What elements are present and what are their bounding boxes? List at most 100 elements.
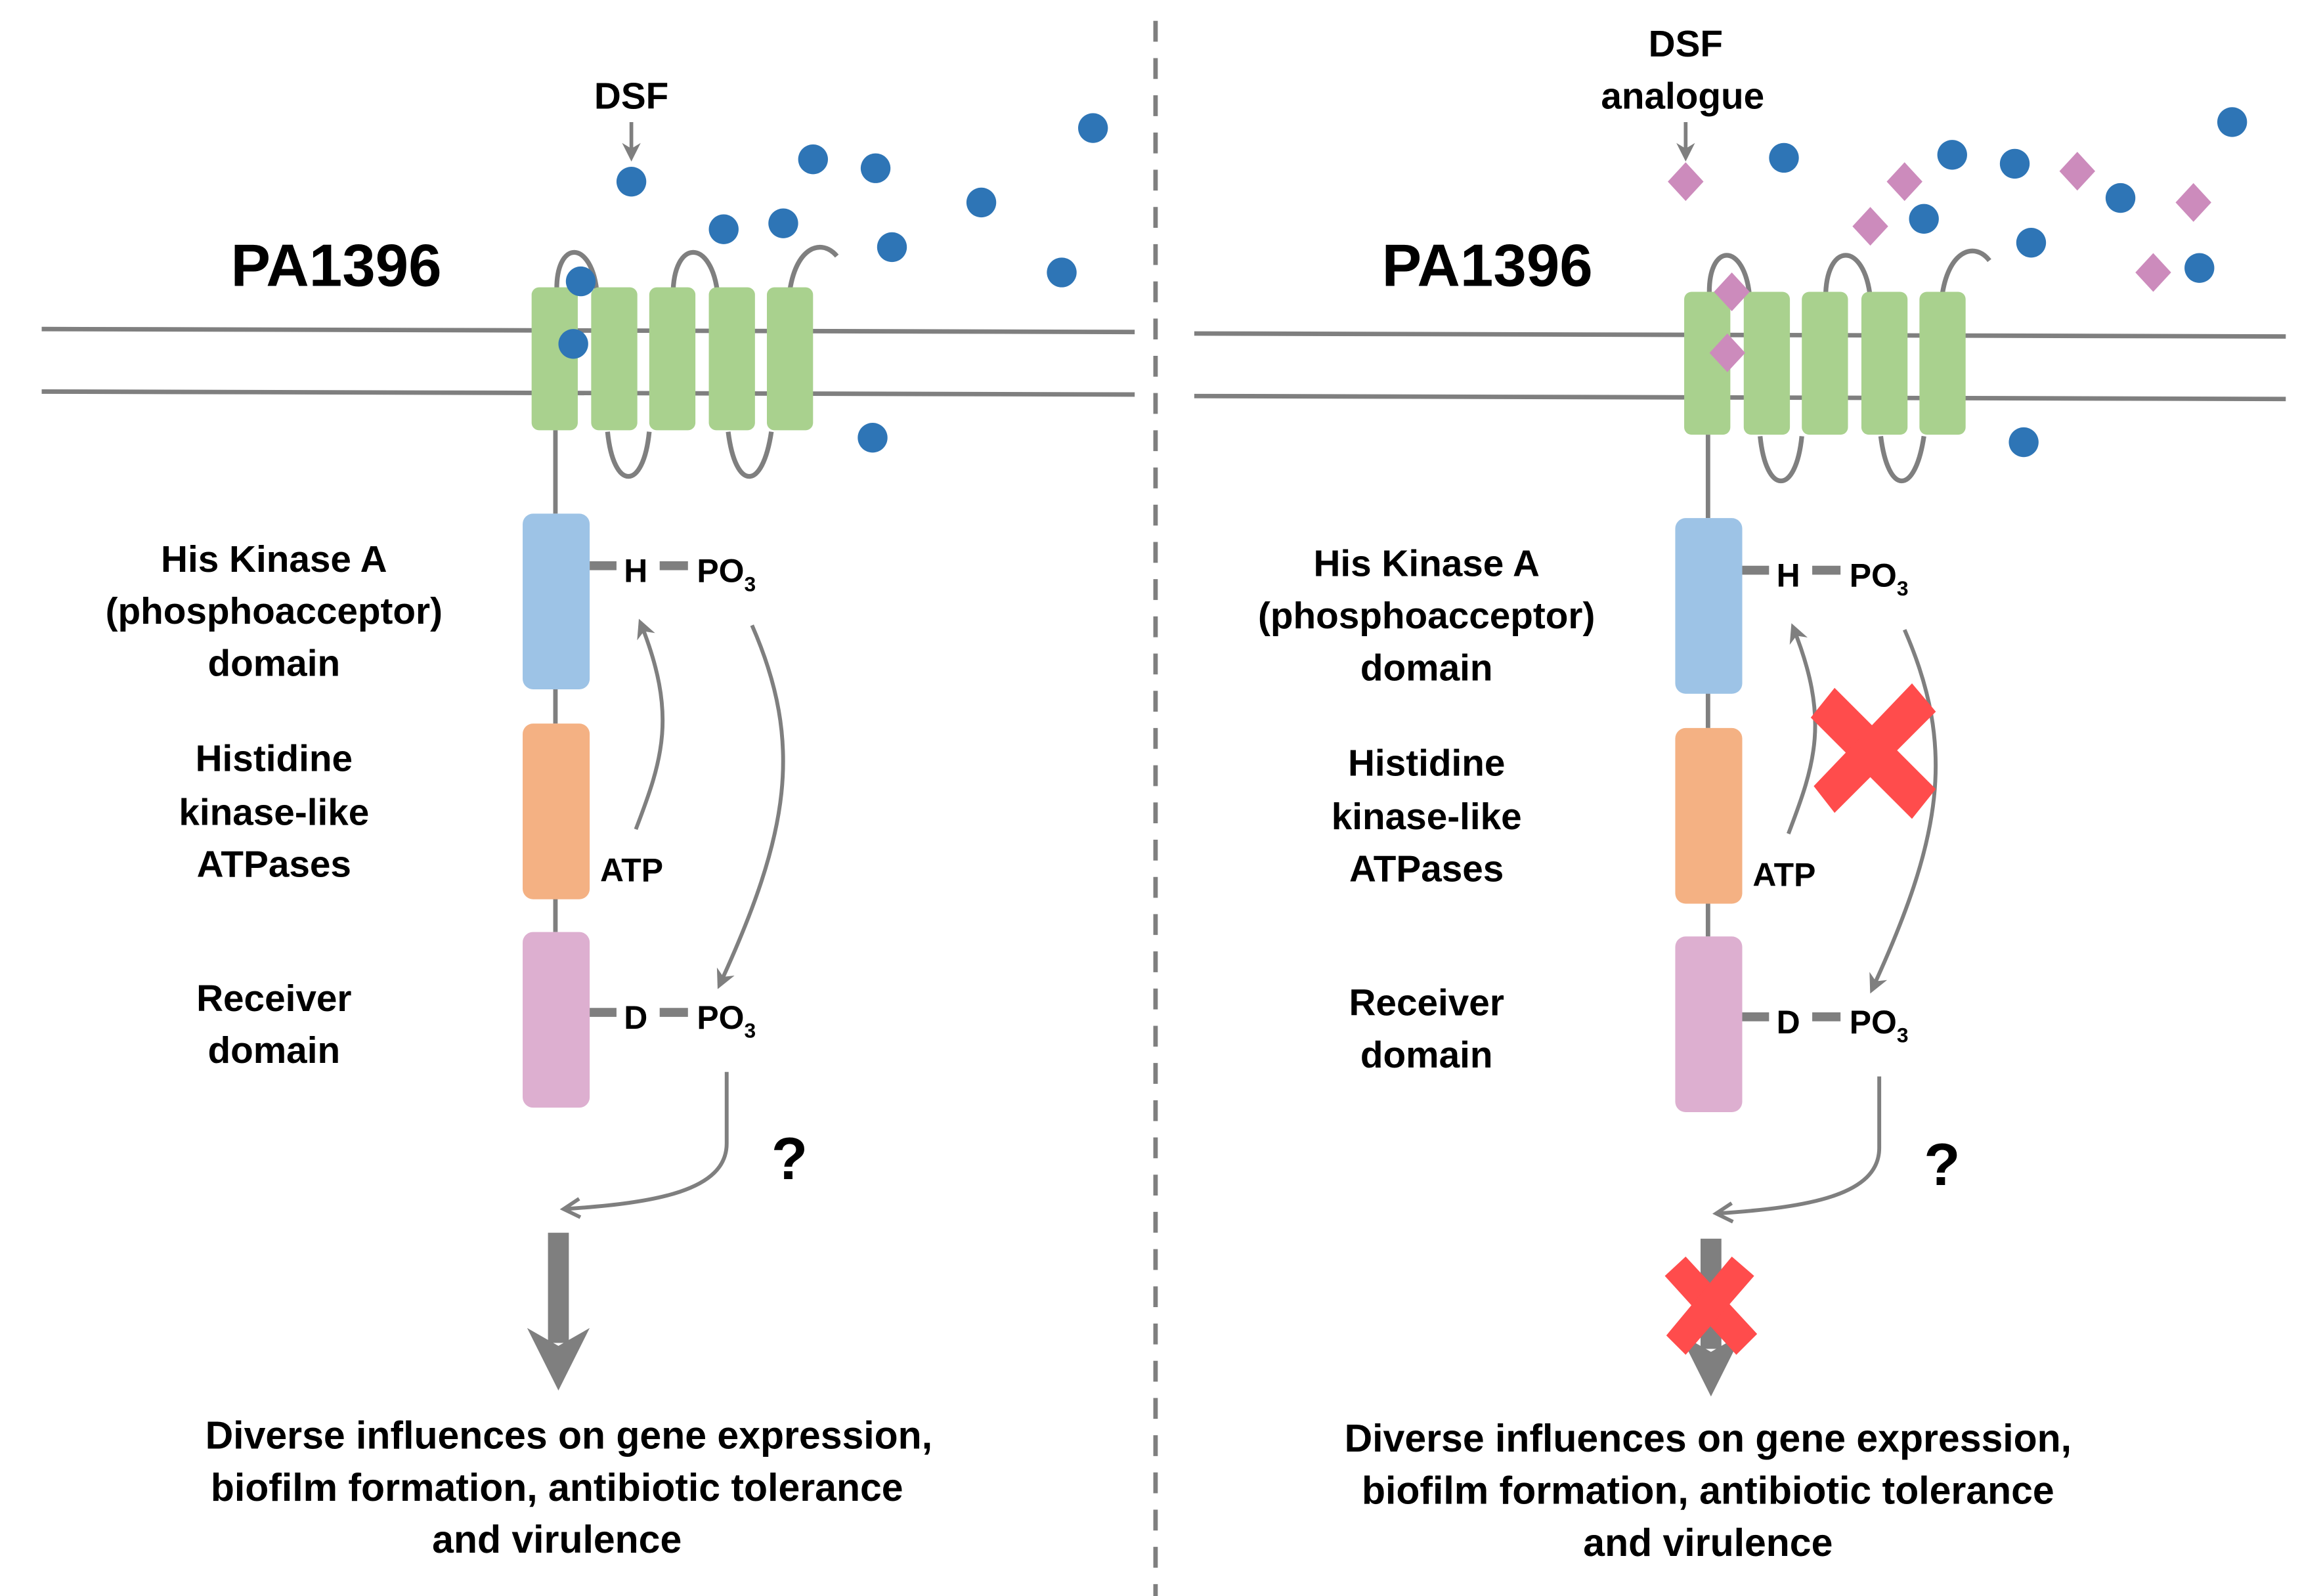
output-blocked-cross-icon bbox=[1664, 1256, 1758, 1355]
his-kinase-domain bbox=[1675, 518, 1743, 694]
dsf-analogue-molecule bbox=[1886, 162, 1922, 202]
ligand-label: DSF bbox=[1649, 24, 1723, 65]
dsf-analogue-molecule bbox=[2059, 152, 2096, 191]
dsf-molecule bbox=[2217, 107, 2247, 137]
aspartate-residue: D bbox=[1777, 1004, 1800, 1041]
tm-helix bbox=[1802, 291, 1848, 435]
phosphate-group: PO3 bbox=[1850, 557, 1909, 600]
outcome-text-line: biofilm formation, antibiotic tolerance bbox=[1362, 1469, 2054, 1512]
tm-helix bbox=[649, 287, 696, 431]
transmembrane-domain bbox=[531, 287, 814, 431]
dsf-molecule bbox=[966, 187, 997, 218]
dsf-molecule bbox=[2184, 253, 2215, 283]
dsf-molecule bbox=[858, 423, 888, 453]
dsf-molecule bbox=[2016, 227, 2047, 258]
atpase-domain bbox=[523, 723, 590, 899]
tm-helix bbox=[766, 287, 814, 431]
domain-label-line: ATPases bbox=[1349, 848, 1504, 890]
domain-label-line: kinase-like bbox=[1332, 796, 1522, 838]
dsf-analogue-molecule bbox=[1714, 272, 1750, 311]
extracellular-loop bbox=[670, 249, 720, 295]
inner-membrane-line bbox=[1194, 393, 2286, 402]
tm-helix bbox=[531, 287, 578, 431]
atp-to-his-arrow bbox=[1787, 623, 1817, 834]
domain-label-line: His Kinase A bbox=[161, 539, 387, 580]
tm-helix bbox=[1743, 291, 1791, 435]
dsf-molecule bbox=[1769, 142, 1799, 173]
tm-helix bbox=[708, 287, 755, 431]
extracellular-loop bbox=[1823, 253, 1873, 298]
dsf-molecule bbox=[1937, 140, 1967, 170]
domain-label-line: domain bbox=[208, 643, 341, 685]
domain-label-line: domain bbox=[1360, 647, 1493, 689]
atp-label: ATP bbox=[600, 852, 663, 888]
right-panel: PA1396 DSF analogue bbox=[1194, 24, 2286, 1564]
domain-label-line: Histidine bbox=[196, 739, 353, 780]
output-arrow bbox=[527, 1232, 590, 1391]
atp-to-his-arrow bbox=[634, 618, 665, 830]
dsf-analogue-molecule bbox=[2135, 253, 2171, 292]
outcome-text-line: and virulence bbox=[1583, 1522, 1833, 1564]
protein-label: PA1396 bbox=[231, 232, 442, 299]
dsf-molecule bbox=[708, 214, 739, 244]
outcome-text-line: Diverse influences on gene expression, bbox=[206, 1414, 932, 1457]
outer-membrane-line bbox=[41, 326, 1135, 335]
extracellular-loop bbox=[1706, 253, 1752, 298]
tm-helix bbox=[1684, 291, 1731, 435]
dsf-molecule bbox=[1077, 113, 1108, 143]
unknown-mechanism-mark: ? bbox=[1924, 1132, 1960, 1198]
intracellular-loop bbox=[1758, 436, 1804, 484]
dsf-molecule bbox=[558, 329, 588, 359]
his-kinase-domain bbox=[523, 513, 590, 689]
phosphotransfer-blocked-cross-icon bbox=[1810, 683, 1936, 819]
extracellular-loop-end bbox=[1939, 248, 1991, 298]
dsf-molecule bbox=[860, 153, 891, 183]
dsf-molecule bbox=[798, 144, 828, 175]
phosphate-group: PO3 bbox=[1850, 1004, 1909, 1047]
dsf-analogue-molecule bbox=[1852, 207, 1888, 246]
intracellular-loop bbox=[726, 431, 774, 479]
ligand-label: DSF bbox=[594, 76, 668, 118]
domain-label-line: (phosphoacceptor) bbox=[106, 591, 443, 632]
ligand-label: analogue bbox=[1601, 76, 1764, 118]
dsf-molecule bbox=[768, 208, 798, 238]
extracellular-loop-end bbox=[787, 244, 839, 295]
dsf-molecule bbox=[2105, 183, 2136, 213]
histidine-residue: H bbox=[624, 553, 647, 590]
intracellular-loop bbox=[605, 431, 652, 479]
atpase-domain bbox=[1675, 727, 1743, 904]
domain-label-line: domain bbox=[1360, 1035, 1493, 1076]
dsf-analogue-molecule bbox=[1668, 162, 1704, 202]
unknown-mechanism-mark: ? bbox=[771, 1126, 808, 1192]
atp-label: ATP bbox=[1752, 856, 1815, 893]
dsf-molecule bbox=[877, 232, 907, 263]
domain-label-line: kinase-like bbox=[179, 792, 369, 833]
outer-membrane-line bbox=[1194, 331, 2286, 339]
dsf-molecule bbox=[1047, 257, 1077, 288]
receiver-domain bbox=[1675, 936, 1743, 1112]
outcome-text-line: Diverse influences on gene expression, bbox=[1345, 1417, 2072, 1460]
outcome-text-line: and virulence bbox=[432, 1519, 682, 1561]
dsf-molecule bbox=[616, 166, 647, 197]
phosphate-group: PO3 bbox=[697, 553, 756, 596]
downstream-signal-arrow bbox=[1712, 1076, 1882, 1224]
dsf-molecule bbox=[1999, 148, 2030, 179]
dsf-molecules bbox=[558, 113, 1108, 453]
domain-label-line: His Kinase A bbox=[1313, 544, 1539, 585]
inner-membrane-line bbox=[41, 389, 1135, 397]
intracellular-loop bbox=[1878, 435, 1926, 483]
domain-label-line: Receiver bbox=[1349, 983, 1504, 1024]
his-to-asp-arrow bbox=[1869, 629, 1938, 994]
domain-label-line: ATPases bbox=[197, 844, 351, 886]
domain-label-line: Histidine bbox=[1348, 743, 1505, 784]
histidine-residue: H bbox=[1777, 557, 1800, 593]
domain-label-line: domain bbox=[208, 1030, 341, 1071]
left-panel: PA1396 DSF bbox=[41, 76, 1135, 1561]
dsf-molecules bbox=[1769, 107, 2247, 458]
domain-label-line: (phosphoacceptor) bbox=[1258, 595, 1595, 637]
dsf-analogue-molecule bbox=[2175, 183, 2211, 222]
protein-label: PA1396 bbox=[1382, 232, 1593, 299]
transmembrane-domain bbox=[1684, 291, 1966, 435]
aspartate-residue: D bbox=[624, 999, 647, 1036]
